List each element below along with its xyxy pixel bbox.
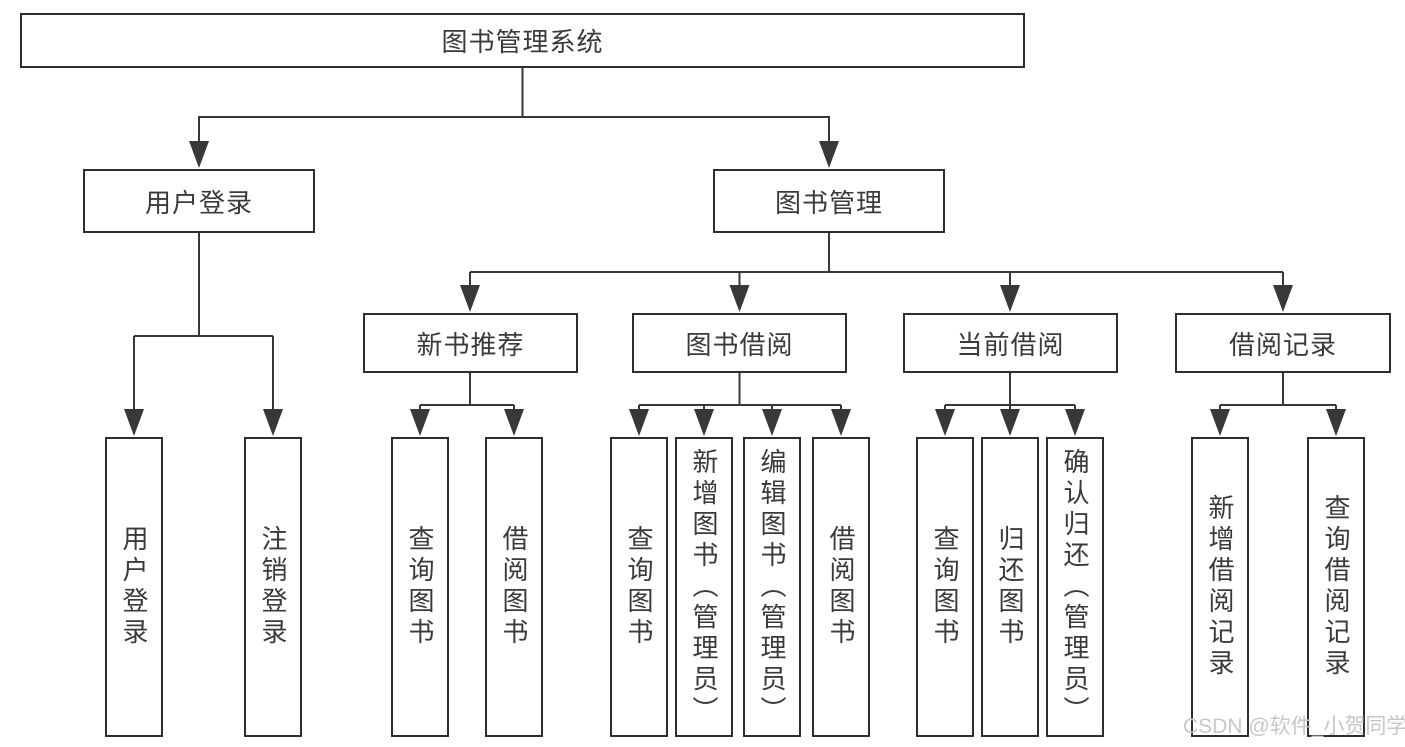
csdn-watermark: CSDN @软件_小贺同学: [1183, 715, 1405, 738]
node-label: 图书管理: [774, 187, 883, 218]
node-return-book: 归还图书: [981, 437, 1039, 737]
node-label: 归还图书: [995, 525, 1025, 649]
node-label: 新增图书（管理员）: [689, 447, 719, 727]
node-library-management-system: 图书管理系统: [20, 13, 1025, 68]
node-label: 编辑图书（管理员）: [757, 447, 787, 727]
node-borrowing-records: 借阅记录: [1175, 313, 1391, 373]
node-label: 确认归还（管理员）: [1060, 447, 1090, 727]
node-user-login-leaf: 用户登录: [105, 437, 163, 737]
arrowhead-icon: [935, 409, 955, 436]
node-label: 借阅图书: [499, 525, 529, 649]
arrowhead-icon: [629, 409, 649, 436]
node-add-book-admin: 新增图书（管理员）: [675, 437, 733, 737]
node-book-borrowing: 图书借阅: [632, 313, 847, 373]
node-borrow-book: 借阅图书: [485, 437, 543, 737]
node-label: 图书借阅: [685, 329, 794, 360]
node-label: 借阅图书: [826, 525, 856, 649]
node-label: 当前借阅: [956, 329, 1065, 360]
node-label: 借阅记录: [1228, 329, 1337, 360]
arrowhead-icon: [831, 409, 851, 436]
arrowhead-icon: [1065, 409, 1085, 436]
node-add-borrow-record: 新增借阅记录: [1191, 437, 1249, 737]
arrowhead-icon: [504, 409, 524, 436]
arrowhead-icon: [729, 285, 750, 312]
node-label: 查询借阅记录: [1321, 494, 1351, 680]
node-book-management: 图书管理: [713, 169, 945, 233]
node-query-borrow-record: 查询借阅记录: [1307, 437, 1365, 737]
node-query-books: 查询图书: [610, 437, 668, 737]
arrowhead-icon: [1000, 409, 1020, 436]
node-edit-book-admin: 编辑图书（管理员）: [743, 437, 801, 737]
node-label: 查询图书: [624, 525, 654, 649]
node-logout: 注销登录: [244, 437, 302, 737]
node-label: 用户登录: [119, 525, 149, 649]
arrowhead-icon: [460, 285, 480, 312]
node-label: 注销登录: [258, 525, 288, 649]
arrowhead-icon: [124, 409, 144, 436]
node-label: 用户登录: [144, 187, 253, 218]
arrowhead-icon: [1273, 285, 1293, 312]
arrowhead-icon: [263, 409, 283, 436]
arrowhead-icon: [1000, 285, 1020, 312]
node-current-borrowing: 当前借阅: [903, 313, 1118, 373]
node-label: 图书管理系统: [441, 27, 604, 57]
node-label: 新增借阅记录: [1205, 494, 1235, 680]
node-borrow-book: 借阅图书: [812, 437, 870, 737]
node-user-login: 用户登录: [83, 169, 315, 233]
arrowhead-icon: [410, 409, 430, 436]
node-query-books: 查询图书: [391, 437, 449, 737]
arrowheads: [124, 141, 1346, 436]
arrowhead-icon: [1210, 409, 1230, 436]
node-label: 查询图书: [405, 525, 435, 649]
node-query-books: 查询图书: [916, 437, 974, 737]
node-label: 新书推荐: [416, 329, 525, 360]
node-new-book-recommend: 新书推荐: [363, 313, 578, 373]
node-label: 查询图书: [930, 525, 960, 649]
arrowhead-icon: [694, 409, 714, 436]
node-confirm-return-admin: 确认归还（管理员）: [1046, 437, 1104, 737]
arrowhead-icon: [189, 141, 209, 168]
arrowhead-icon: [762, 409, 782, 436]
arrowhead-icon: [819, 141, 839, 168]
arrowhead-icon: [1326, 409, 1346, 436]
